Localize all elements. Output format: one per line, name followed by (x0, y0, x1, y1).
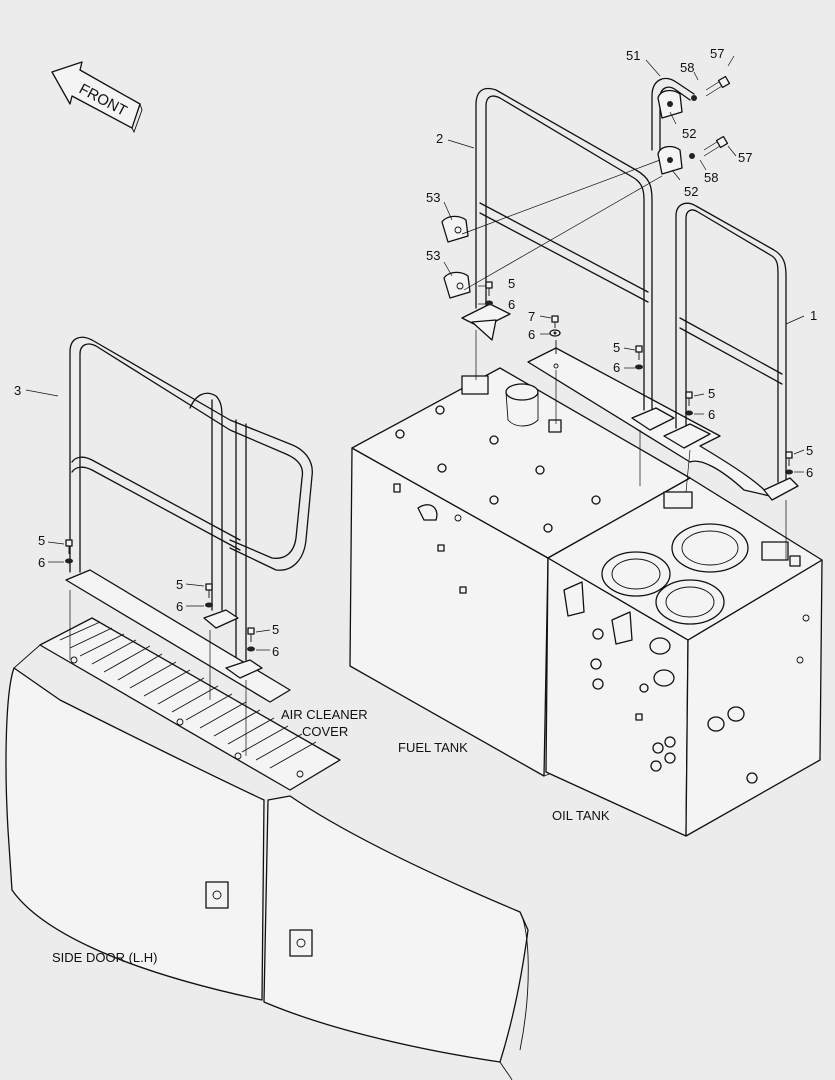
callout-4: 5 (176, 577, 183, 592)
projection-lines (69, 159, 787, 756)
callout-1: 1 (810, 308, 817, 323)
callout-3: 3 (14, 383, 21, 398)
handrail-2 (461, 87, 675, 431)
label-air-cleaner-line1: AIR CLEANER (281, 707, 368, 722)
callout-numbers: 51 58 57 52 57 58 52 2 53 53 5 6 7 6 5 6… (14, 46, 817, 659)
callout-5: 6 (38, 555, 45, 570)
callout-6: 6 (528, 327, 535, 342)
callout-58: 58 (704, 170, 718, 185)
callout-51: 51 (626, 48, 640, 63)
callout-4: 5 (806, 443, 813, 458)
callout-4: 5 (38, 533, 45, 548)
callout-5: 6 (176, 599, 183, 614)
fasteners (65, 281, 793, 652)
front-arrow: FRONT (51, 61, 143, 134)
callout-4: 5 (508, 276, 515, 291)
callout-5: 6 (806, 465, 813, 480)
callout-4: 5 (613, 340, 620, 355)
oil-tank (545, 477, 823, 837)
callout-5: 6 (272, 644, 279, 659)
callout-53: 53 (426, 248, 440, 263)
callout-57: 57 (738, 150, 752, 165)
side-door-panels (5, 644, 529, 1080)
label-oil-tank: OIL TANK (552, 808, 610, 823)
callout-2: 2 (436, 131, 443, 146)
air-cleaner-cover (39, 617, 341, 791)
label-fuel-tank: FUEL TANK (398, 740, 468, 755)
callout-53: 53 (426, 190, 440, 205)
small-parts (441, 75, 731, 299)
callout-58: 58 (680, 60, 694, 75)
callout-5: 6 (508, 297, 515, 312)
handrail-3 (65, 336, 313, 703)
callout-52: 52 (684, 184, 698, 199)
callout-52: 52 (682, 126, 696, 141)
label-air-cleaner-line2: COVER (302, 724, 348, 739)
handrail-1 (663, 202, 799, 501)
component-labels: AIR CLEANER COVER FUEL TANK OIL TANK SID… (52, 707, 610, 965)
callout-5: 6 (613, 360, 620, 375)
callout-7: 7 (528, 309, 535, 324)
label-side-door: SIDE DOOR (L.H) (52, 950, 157, 965)
leader-lines (25, 55, 805, 651)
callout-57: 57 (710, 46, 724, 61)
callout-4: 5 (272, 622, 279, 637)
callout-5: 6 (708, 407, 715, 422)
callout-4: 5 (708, 386, 715, 401)
